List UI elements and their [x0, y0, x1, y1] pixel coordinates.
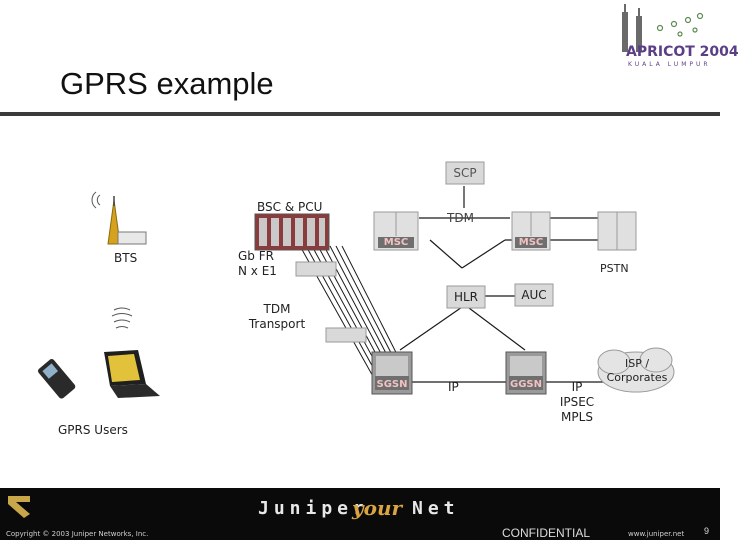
sgsn-label: SGSN [376, 379, 408, 390]
laptop-icon [104, 350, 160, 398]
links [399, 186, 610, 383]
tdm-transport-box [325, 327, 367, 343]
msc-2-cabinet [511, 211, 551, 251]
isp-cloud [597, 347, 675, 393]
footer-url: www.juniper.net [628, 530, 685, 538]
scp-box [445, 161, 485, 185]
scp-label: SCP [453, 166, 477, 180]
msc-1-label: MSC [383, 237, 409, 248]
ggsn-label: GGSN [510, 379, 542, 390]
tdm-label: TDM [447, 211, 474, 225]
slide-title: GPRS example [60, 66, 274, 101]
bts-tower-icon [91, 191, 147, 245]
footer-copyright: Copyright © 2003 Juniper Networks, Inc. [6, 530, 149, 538]
mobile-phone-icon [37, 359, 76, 399]
gb-fr-box [295, 261, 337, 277]
tdm-transport-label-line2: Transport [248, 317, 306, 331]
gb-fr-label-line2: N x E1 [238, 264, 277, 278]
bsc-pcu-label: BSC & PCU [257, 200, 323, 214]
pstn-label: PSTN [600, 262, 629, 275]
ip-stack-label-3: MPLS [561, 410, 593, 424]
footer-brand-accent: your [352, 496, 403, 520]
juniper-logo-icon [8, 496, 30, 518]
bts-label: BTS [114, 251, 138, 265]
msc-2-label: MSC [518, 237, 544, 248]
gb-fr-label-line1: Gb FR [238, 249, 274, 263]
ip-stack-label-2: IPSEC [559, 395, 595, 409]
pstn-cabinet [597, 211, 637, 251]
apricot-logo [622, 4, 704, 52]
page-number: 9 [704, 526, 710, 536]
logo-text: APRICOT 2004 [626, 44, 739, 60]
auc-label: AUC [521, 288, 547, 302]
isp-label-line2: Corporates [606, 371, 668, 384]
ggsn-rack [505, 351, 547, 395]
msc-1-cabinet [373, 211, 419, 251]
footer-brand-left: Juniper [258, 498, 369, 519]
isp-label-line1: ISP / [624, 357, 650, 370]
title-rule [0, 112, 720, 116]
tdm-transport-label-line1: TDM [263, 302, 291, 316]
slide: GPRS example APRICOT 2004 KUALA LUMPUR [0, 4, 739, 540]
footer-bar: Juniper your Net Copyright © 2003 Junipe… [0, 488, 720, 540]
footer-brand-right: Net [412, 498, 460, 519]
gprs-users-label: GPRS Users [58, 423, 128, 437]
logo-subtext: KUALA LUMPUR [628, 61, 711, 68]
ip-label: IP [448, 380, 459, 394]
wireless-signal-icon [111, 307, 133, 329]
hlr-box [446, 285, 486, 309]
hlr-label: HLR [453, 290, 479, 304]
auc-box [514, 283, 554, 307]
network-diagram [37, 161, 675, 399]
sgsn-rack [371, 351, 413, 395]
ip-stack-label-1: IP [571, 380, 583, 394]
bsc-pcu-rack [254, 213, 330, 251]
footer-confidential: CONFIDENTIAL [502, 526, 591, 540]
